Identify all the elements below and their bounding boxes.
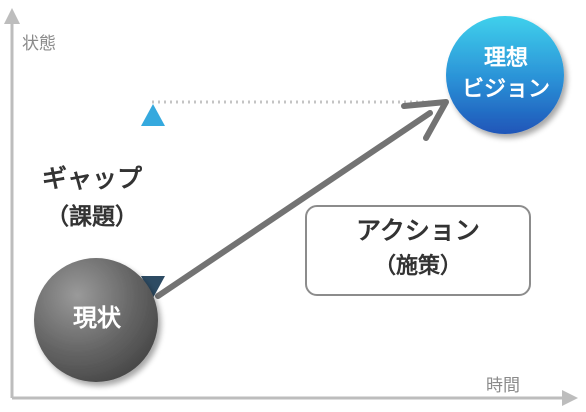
action-title: アクション [356,216,480,245]
y-axis-label: 状態 [22,34,56,54]
ideal-state-line1: 理想 [483,46,528,71]
ideal-state-label: 理想 ビジョン [446,43,566,105]
gap-arrow [141,104,165,298]
current-state-label: 現状 [73,304,121,332]
x-axis [12,390,578,406]
gap-label: ギャップ （課題） [28,160,156,236]
action-arrow [155,99,449,299]
y-axis [4,8,20,398]
action-box: アクション （施策） [305,205,531,296]
current-state-circle [34,258,158,382]
action-subtitle: （施策） [373,254,462,279]
gap-label-title: ギャップ [41,164,142,193]
ideal-state-line2: ビジョン [461,77,550,102]
gap-label-subtitle: （課題） [46,204,138,230]
x-axis-label: 時間 [486,376,520,396]
ideal-state-circle [446,16,564,134]
